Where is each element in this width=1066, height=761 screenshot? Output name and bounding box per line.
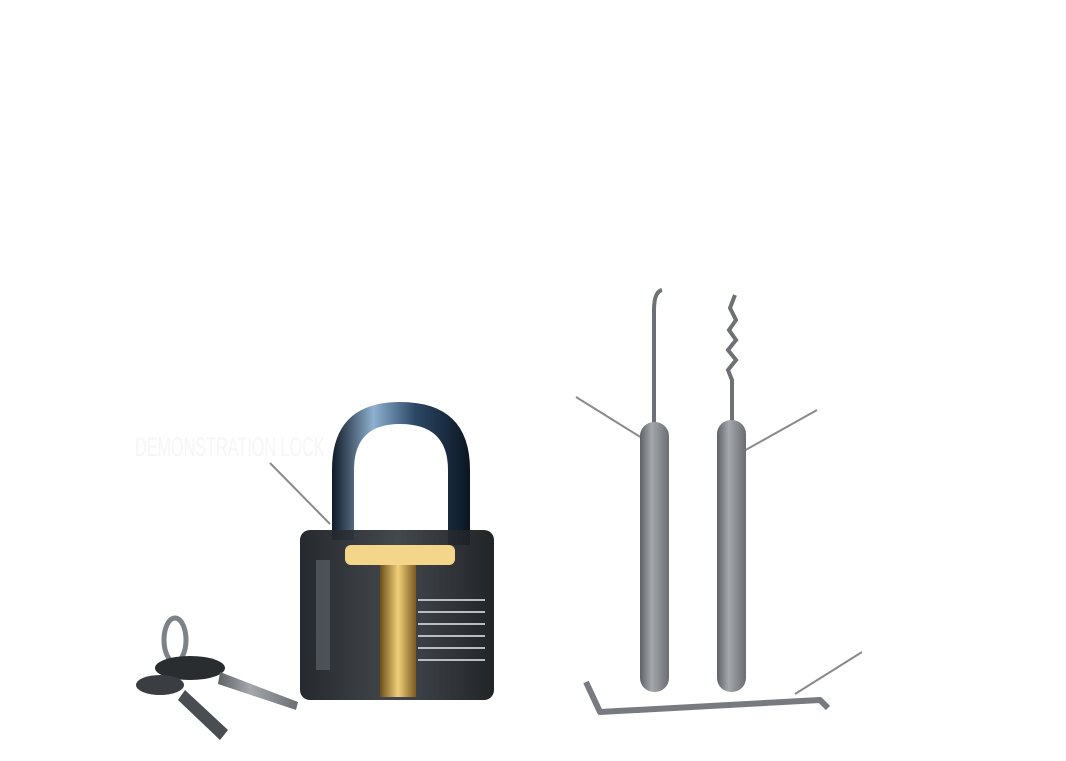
- rake-pick: [717, 294, 746, 692]
- leader-line-padlock: [269, 462, 331, 525]
- leader-lines: [269, 396, 863, 695]
- padlock: [300, 402, 494, 700]
- hook-pick: [640, 288, 669, 692]
- leader-line-tension-wrench: [794, 651, 863, 695]
- label-demonstration-lock: DEMONSTRATION LOCK: [135, 432, 325, 462]
- keys: [136, 615, 298, 740]
- leader-line-hook-pick: [575, 396, 643, 439]
- tension-wrench: [583, 680, 831, 715]
- leader-line-rake-pick: [741, 409, 818, 453]
